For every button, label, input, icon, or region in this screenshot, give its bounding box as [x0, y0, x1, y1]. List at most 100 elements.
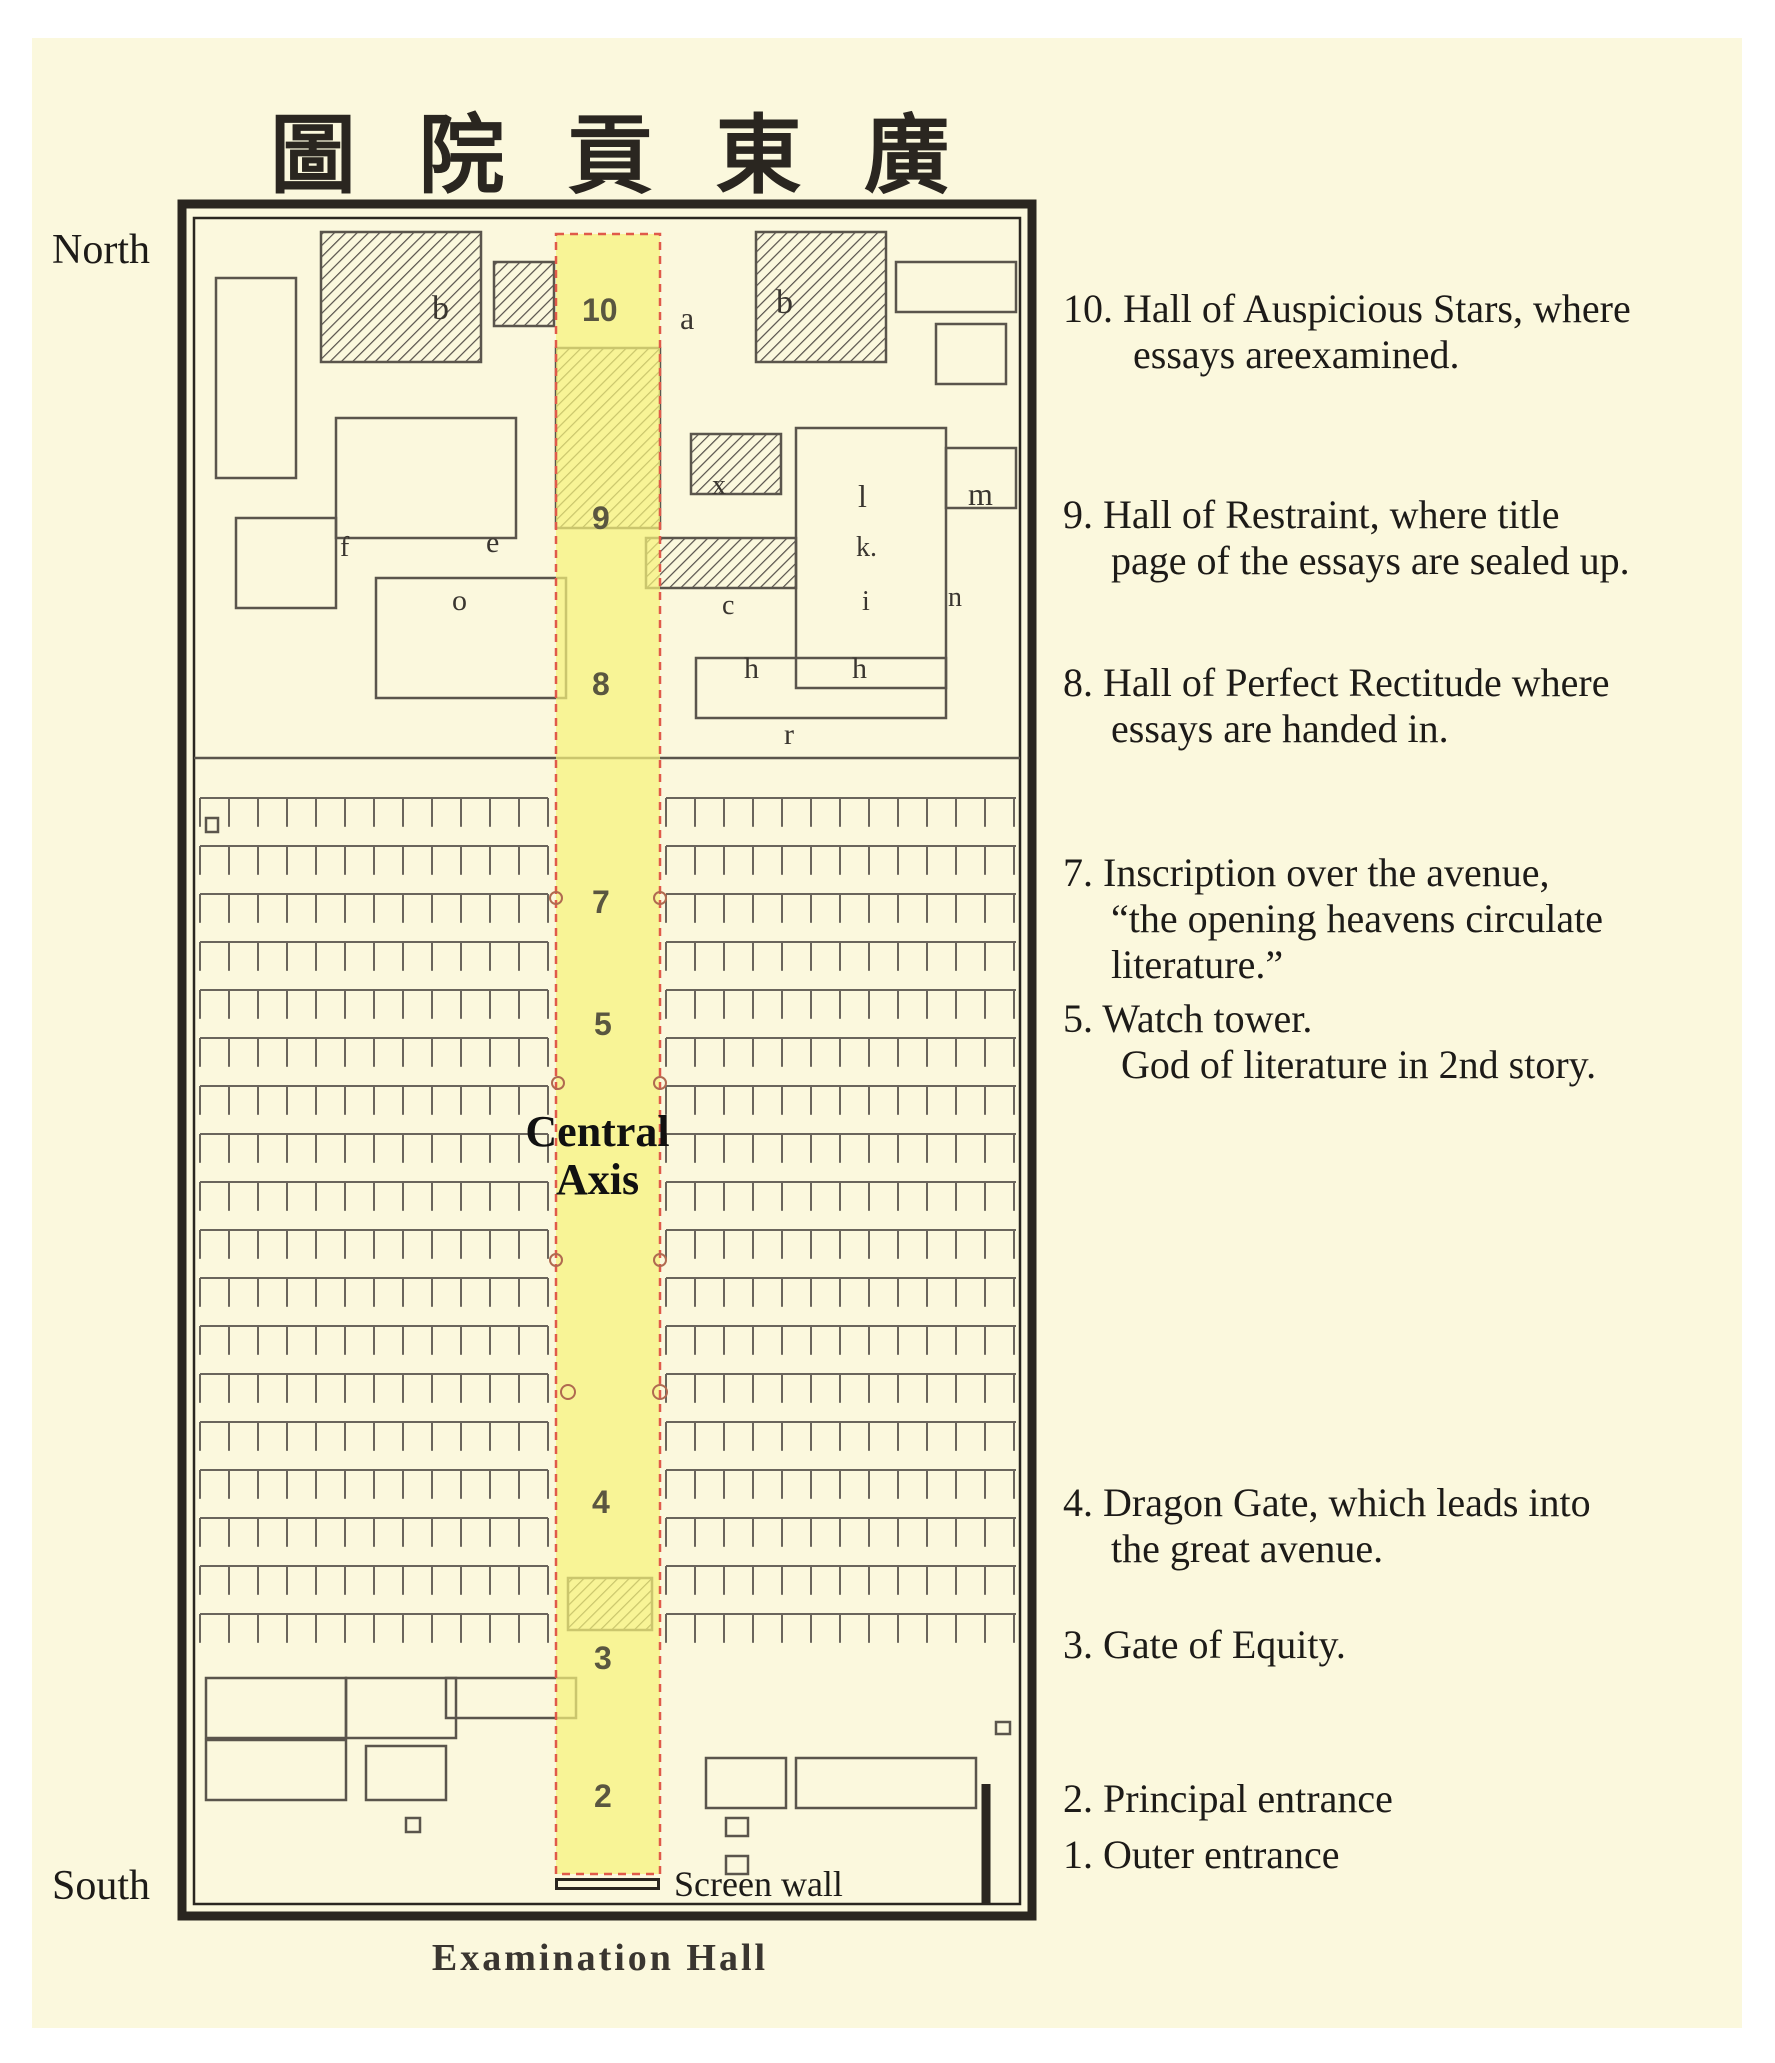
- map-title: 圖 院 貢 東 廣: [270, 92, 950, 206]
- legend-4-line1: 4. Dragon Gate, which leads into: [1063, 1480, 1591, 1525]
- plan-letter-r: r: [784, 718, 794, 751]
- post: [653, 891, 667, 905]
- plan-number-4: 4: [592, 1484, 610, 1520]
- south-office-1: [204, 1676, 348, 1740]
- plan-letter-c: c: [722, 590, 735, 621]
- plan-number-3: 3: [594, 1640, 612, 1676]
- legend-3-line1: 3. Gate of Equity.: [1063, 1622, 1346, 1667]
- legend-1-line1: 1. Outer entrance: [1063, 1832, 1340, 1877]
- legend-5-line2: God of literature in 2nd story.: [1121, 1042, 1597, 1087]
- axis-posts: [549, 891, 668, 1400]
- legend-item-4: 4. Dragon Gate, which leads into the gre…: [1063, 1480, 1591, 1572]
- legend-9-line2: page of the essays are sealed up.: [1111, 538, 1630, 583]
- legend-7-line2: “the opening heavens circulate: [1111, 896, 1603, 941]
- plan-letter-l: l: [858, 478, 867, 514]
- office-block-7: [894, 260, 1018, 314]
- plan-letter-b-left: b: [432, 290, 449, 327]
- legend-9-line1: 9. Hall of Restraint, where title: [1063, 492, 1560, 537]
- legend-10-line2: essays areexamined.: [1133, 332, 1460, 377]
- office-block-1: [214, 276, 298, 480]
- plan-letter-b-right: b: [776, 284, 793, 321]
- screen-wall-shape: [555, 1878, 660, 1890]
- legend-item-2: 2. Principal entrance: [1063, 1776, 1393, 1822]
- legend-item-7: 7. Inscription over the avenue, “the ope…: [1063, 850, 1603, 988]
- hatched-block-lower: [644, 536, 798, 590]
- plan-letter-a: a: [680, 300, 695, 336]
- south-office-4: [364, 1744, 448, 1802]
- plan-number-5: 5: [594, 1006, 612, 1042]
- title-char-3: 貢: [567, 104, 653, 206]
- plan-number-2: 2: [594, 1778, 612, 1814]
- plan-number-9: 9: [592, 500, 610, 536]
- legend-7-line1: 7. Inscription over the avenue,: [1063, 850, 1550, 895]
- paper-background: [32, 38, 1742, 2028]
- title-char-2: 院: [418, 104, 505, 206]
- gate-box-right: [724, 1816, 750, 1838]
- legend-item-9: 9. Hall of Restraint, where title page o…: [1063, 492, 1630, 584]
- plan-number-10: 10: [582, 292, 618, 328]
- office-block-2: [334, 416, 518, 540]
- hatched-block-left: [319, 230, 483, 364]
- screen-wall: Screen wall: [555, 1864, 843, 1904]
- plan-letter-k: k.: [856, 532, 877, 563]
- south-office-7: [704, 1756, 788, 1810]
- plan-letter-i: i: [862, 586, 870, 617]
- title-char-4: 東: [715, 104, 802, 206]
- legend-8-line2: essays are handed in.: [1111, 706, 1449, 751]
- examination-hall-plan: [177, 199, 1037, 1921]
- plan-letter-x: x: [712, 470, 726, 501]
- gate-box-left: [404, 1816, 422, 1834]
- post: [560, 1384, 576, 1400]
- south-office-6: [794, 1756, 978, 1810]
- north-label: North: [52, 227, 150, 273]
- gate-box-outer: [724, 1854, 750, 1876]
- legend-10-line1: 10. Hall of Auspicious Stars, where: [1063, 286, 1631, 331]
- south-office-2: [344, 1676, 458, 1740]
- plan-letter-e: e: [486, 526, 500, 559]
- legend-5-line1: 5. Watch tower.: [1063, 996, 1313, 1041]
- gate-box-east: [994, 1720, 1012, 1736]
- plan-caption: Examination Hall: [431, 1937, 769, 1979]
- title-char-1: 圖: [270, 104, 356, 206]
- central-axis-line2: Axis: [555, 1155, 640, 1204]
- legend-item-1: 1. Outer entrance: [1063, 1832, 1340, 1878]
- legend-8-line1: 8. Hall of Perfect Rectitude where: [1063, 660, 1610, 705]
- screen-wall-label: Screen wall: [674, 1864, 843, 1904]
- plan-letter-h-right: h: [852, 652, 867, 685]
- central-axis-line1: Central: [525, 1107, 670, 1156]
- office-block-5: [794, 426, 948, 690]
- post: [653, 1076, 667, 1090]
- legend-7-line3: literature.”: [1111, 942, 1284, 987]
- post: [549, 1253, 563, 1267]
- office-block-3: [234, 516, 338, 610]
- legend-4-line2: the great avenue.: [1111, 1526, 1384, 1571]
- legend-item-10: 10. Hall of Auspicious Stars, where essa…: [1063, 286, 1631, 378]
- title-char-5: 廣: [864, 104, 950, 206]
- plan-letter-f: f: [340, 532, 350, 563]
- legend-item-8: 8. Hall of Perfect Rectitude where essay…: [1063, 660, 1609, 752]
- legend-2-line1: 2. Principal entrance: [1063, 1776, 1393, 1821]
- examination-cells: [199, 797, 1016, 1643]
- plan-letter-h-left: h: [744, 652, 759, 685]
- office-block-4: [374, 576, 568, 700]
- plan-number-8: 8: [592, 666, 610, 702]
- plan-letter-m: m: [968, 476, 993, 512]
- hatched-block-right: [754, 230, 888, 364]
- office-block-9: [944, 446, 1018, 510]
- central-axis-label: Central Axis: [510, 1108, 685, 1204]
- central-axis-highlight: [554, 232, 662, 1876]
- post: [653, 1253, 667, 1267]
- post: [549, 891, 563, 905]
- gate-box-west: [204, 816, 220, 834]
- legend-item-5: 5. Watch tower. God of literature in 2nd…: [1063, 996, 1596, 1088]
- south-label: South: [52, 1863, 151, 1909]
- legend-item-3: 3. Gate of Equity.: [1063, 1622, 1346, 1668]
- office-block-8: [934, 322, 1008, 386]
- plan-letter-n: n: [948, 582, 962, 613]
- post: [551, 1076, 565, 1090]
- post: [652, 1384, 668, 1400]
- inner-wall: [192, 216, 1022, 1906]
- south-office-3: [204, 1738, 348, 1802]
- office-block-6: [694, 656, 948, 720]
- plan-letter-o: o: [452, 584, 467, 617]
